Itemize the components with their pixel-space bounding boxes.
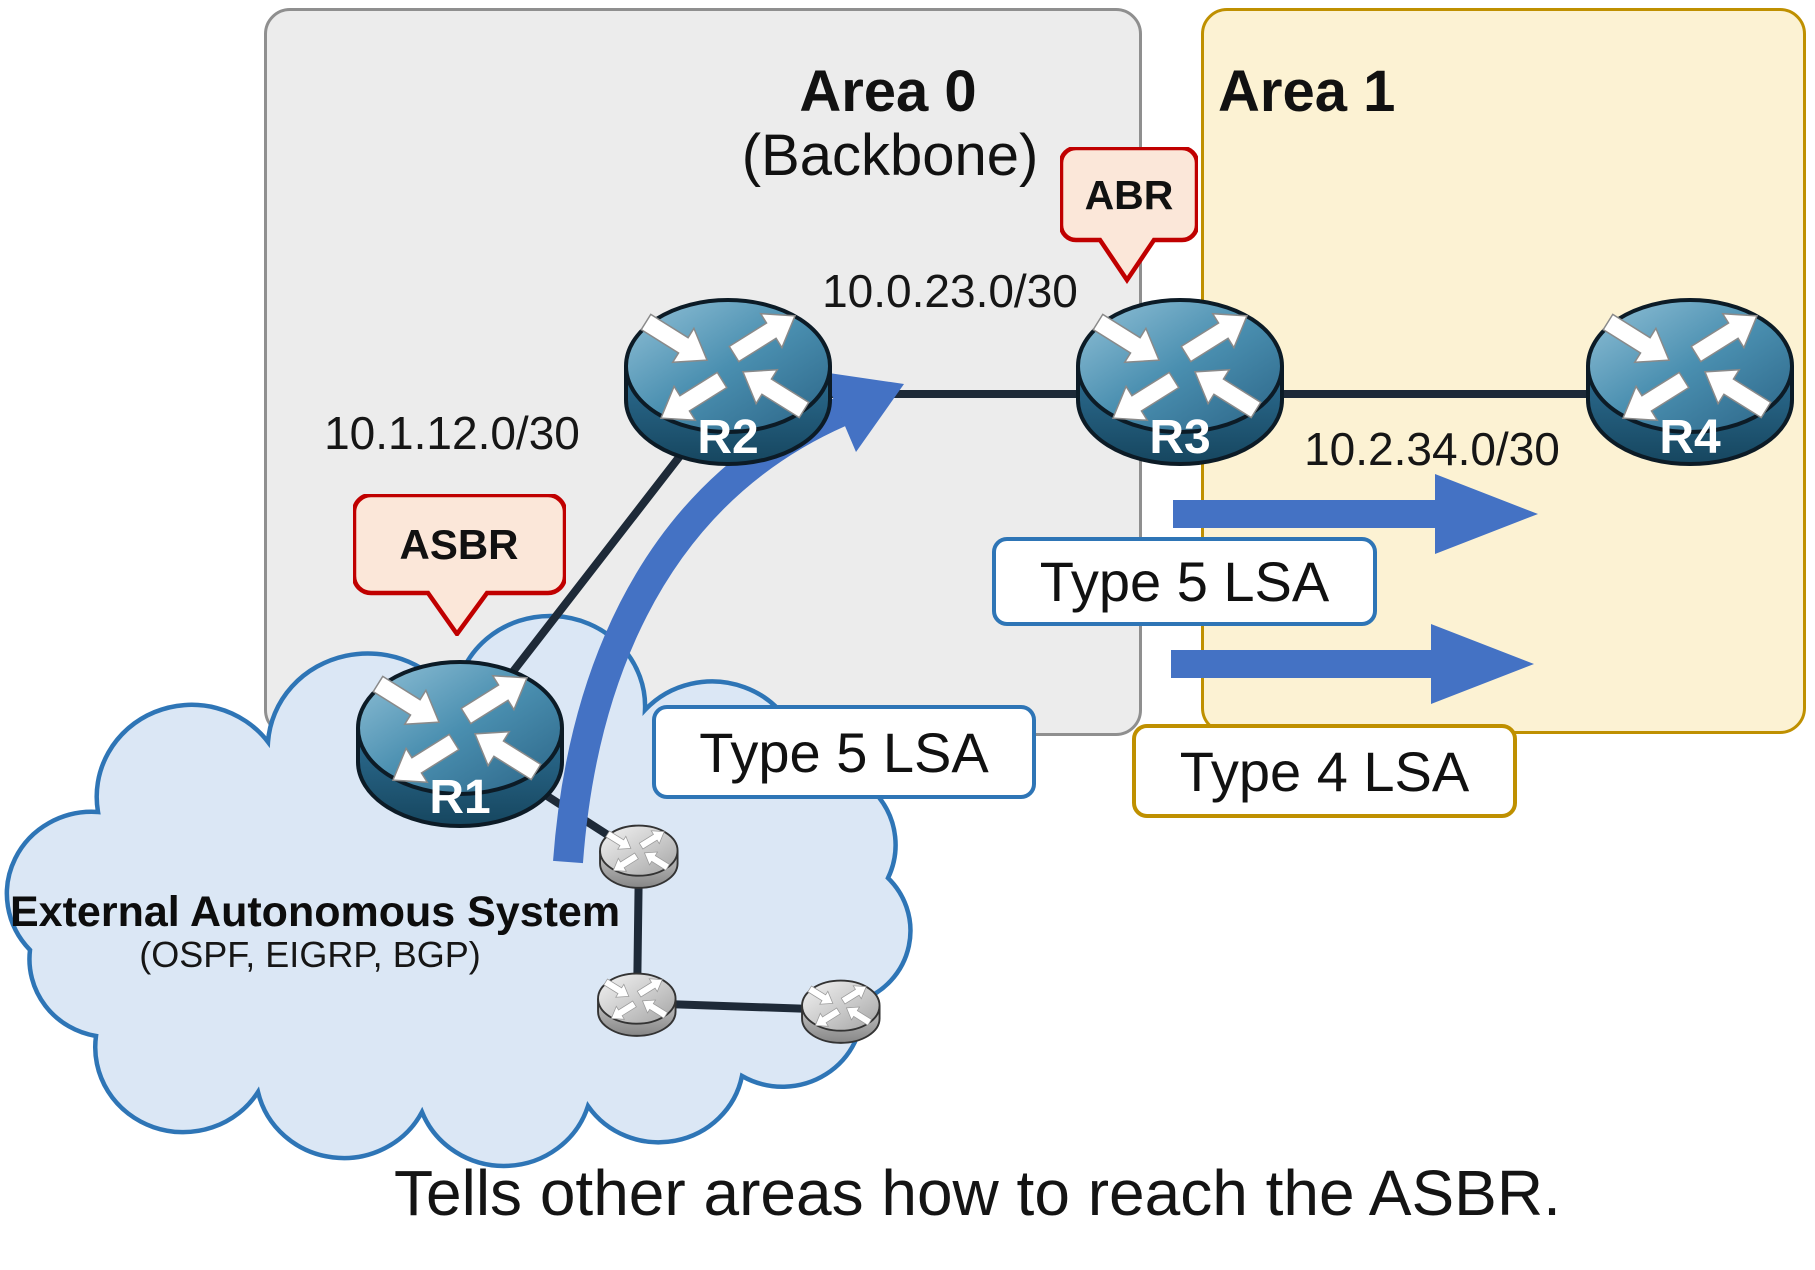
subnet-label-10-2-34: 10.2.34.0/30 (1304, 423, 1560, 475)
abr-callout-bubble (1058, 145, 1200, 285)
router-r3-label: R3 (1149, 411, 1210, 464)
type4-lsa-arrow (1171, 624, 1534, 704)
type5-lsa-label: Type 5 LSA (699, 720, 989, 784)
subnet-label-10-1-12: 10.1.12.0/30 (324, 407, 580, 459)
abr-callout: ABR (1058, 145, 1200, 289)
type5-lsa-curved-arrowhead (822, 372, 904, 452)
type4-lsa-box: Type 4 LSA (1132, 724, 1517, 818)
diagram-caption: Tells other areas how to reach the ASBR. (394, 1157, 1561, 1229)
asbr-callout: ASBR (351, 492, 568, 641)
external-as-subtitle: (OSPF, EIGRP, BGP) (139, 934, 481, 975)
type5-lsa-arrow (1173, 474, 1538, 554)
subnet-label-10-0-23: 10.0.23.0/30 (822, 265, 1078, 317)
type4-lsa-label: Type 4 LSA (1179, 739, 1470, 803)
router-r1-label: R1 (429, 771, 490, 824)
router-r2-label: R2 (697, 411, 758, 464)
external-router-icon (598, 973, 676, 1036)
type5-lsa-box-right: Type 5 LSA (992, 537, 1377, 626)
area1-title: Area 1 (1218, 59, 1396, 124)
external-router-icon (802, 980, 880, 1043)
asbr-callout-bubble (351, 492, 568, 638)
area0-title: Area 0 (799, 59, 977, 124)
type5-lsa-box-bottom: Type 5 LSA (652, 705, 1036, 799)
type5-lsa-label: Type 5 LSA (1039, 550, 1330, 613)
abr-callout-label: ABR (1085, 172, 1174, 218)
external-router-icon (600, 825, 678, 888)
area0-subtitle: (Backbone) (741, 123, 1039, 188)
external-as-title: External Autonomous System (10, 888, 621, 936)
router-r4-label: R4 (1659, 411, 1721, 464)
asbr-callout-label: ASBR (399, 521, 518, 568)
